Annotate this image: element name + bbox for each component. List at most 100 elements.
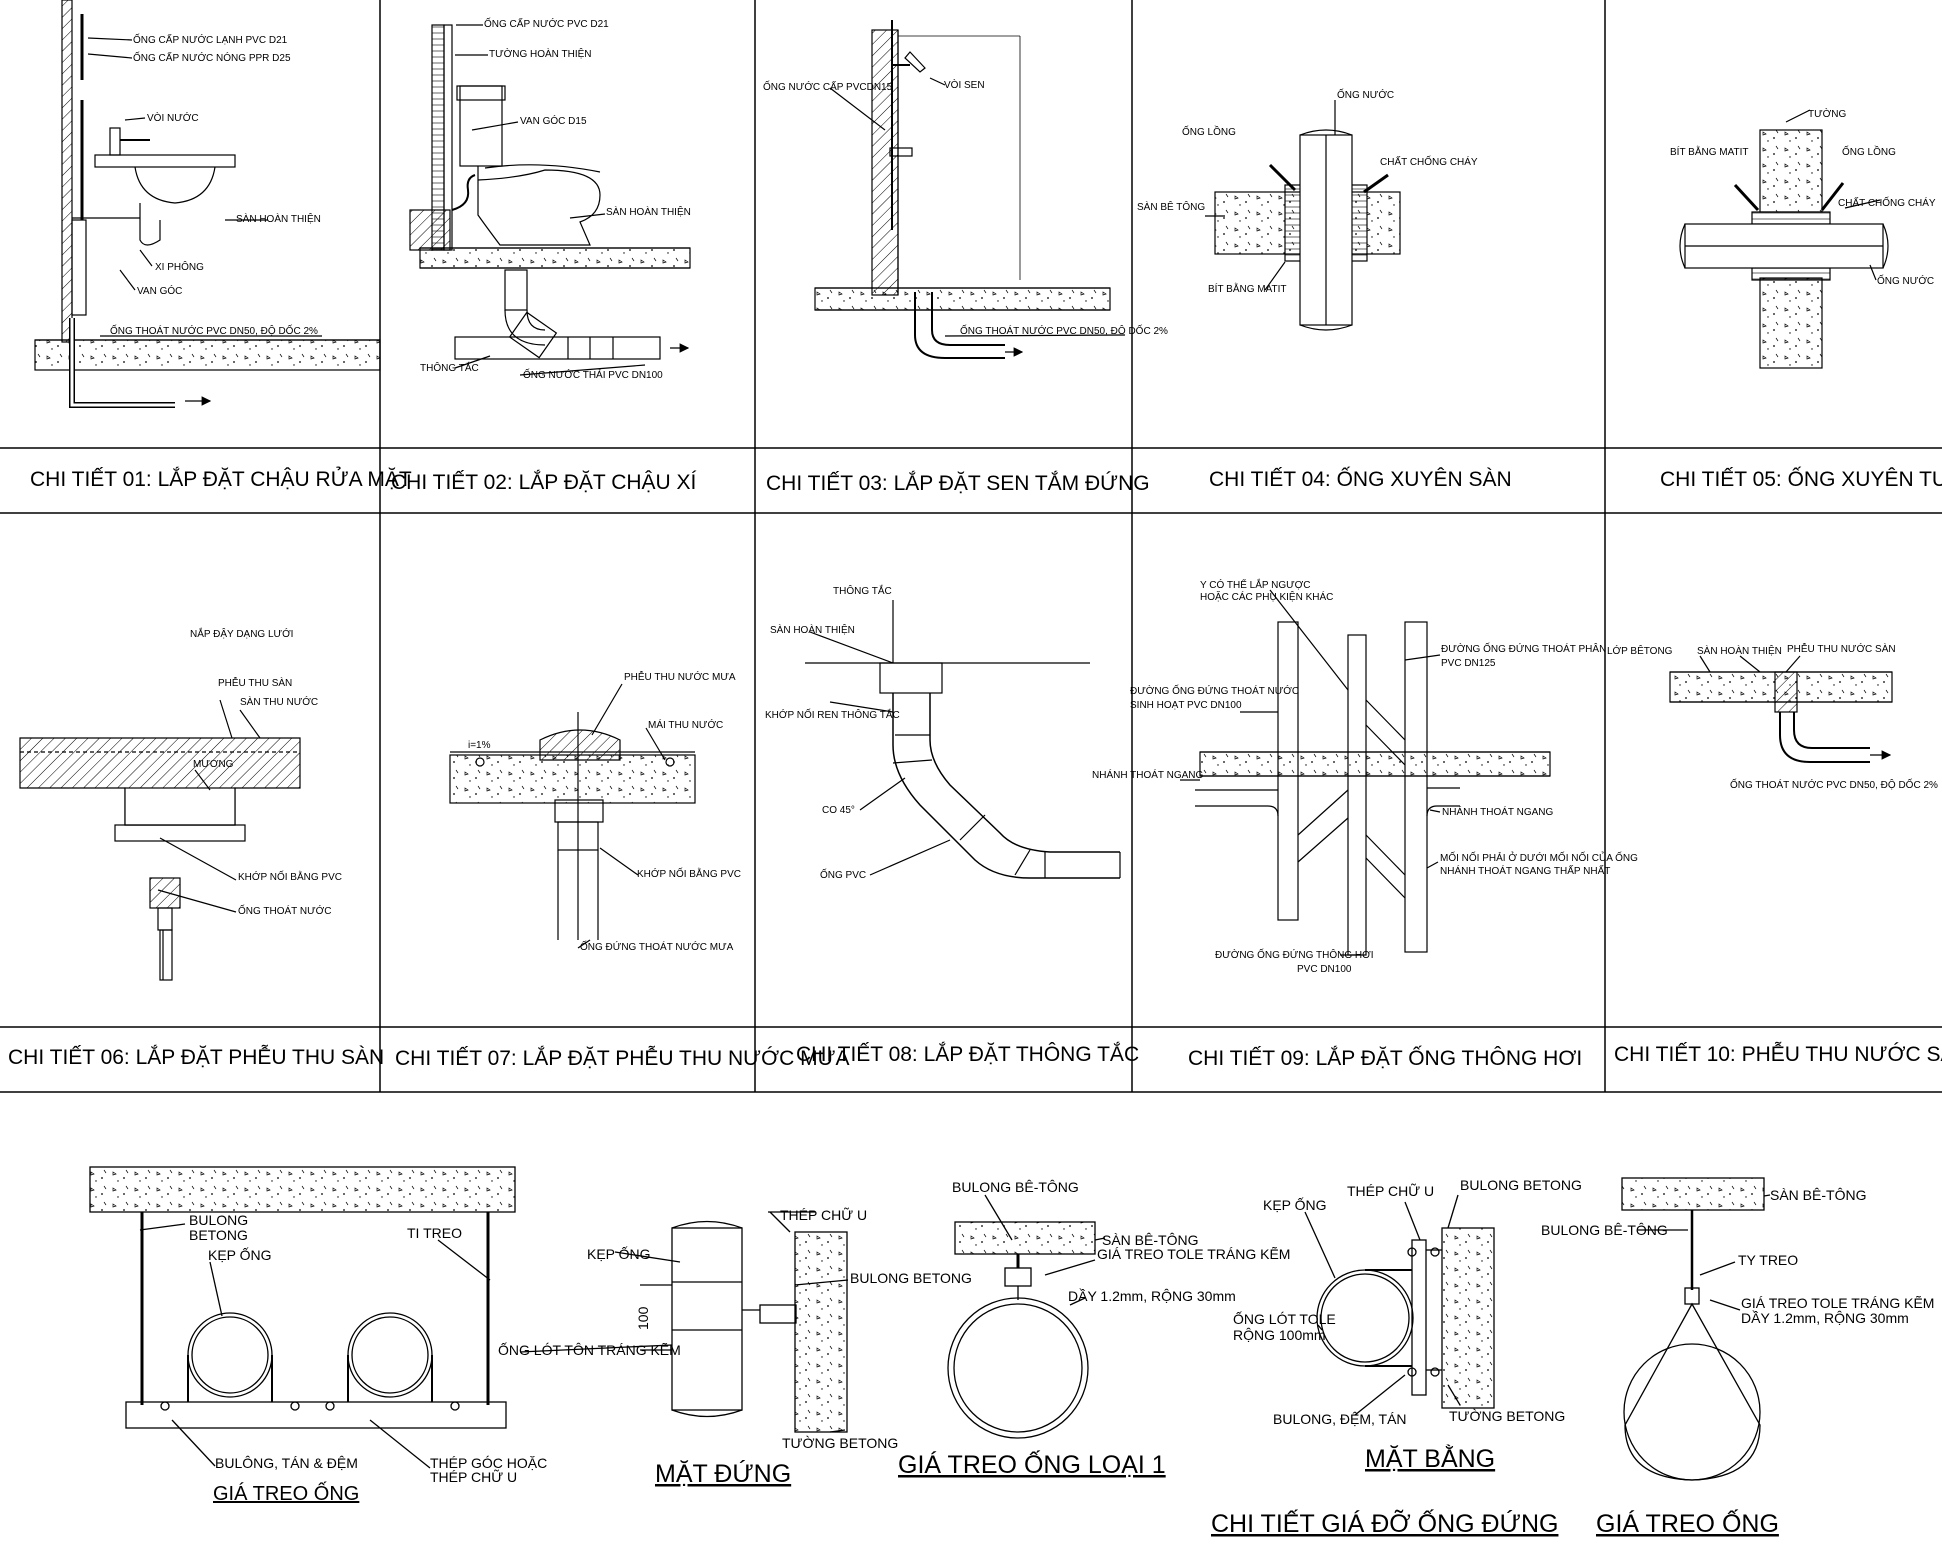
label-wall: TƯỜNG BETONG [1449,1408,1565,1424]
label-clamp: KẸP ỐNG [587,1245,651,1262]
label-joint: KHỚP NỐI BẰNG PVC [238,869,342,883]
label-pipe: ỐNG PVC [820,867,866,881]
label-soil: ĐƯỜNG ỐNG ĐỨNG THOÁT PHÂN [1441,641,1606,655]
label-bolts: BULONG, ĐỆM, TÁN [1273,1411,1407,1427]
label-floor: SÀN HOÀN THIỆN [1697,644,1782,657]
detail-09-labels: Y CÓ THỂ LẮP NGƯỢC HOẶC CÁC PHỤ KIỆN KHÁ… [1092,578,1638,975]
label-floor: SÀN HOÀN THIỆN [606,205,691,218]
detail-02-toilet [409,24,691,376]
label-spec: DẦY 1.2mm, RỘNG 30mm [1068,1288,1236,1304]
label-cleanout: THÔNG TẮC [833,584,892,597]
title-elevation: MẶT ĐỨNG [655,1459,791,1488]
label-drain: ỐNG THOÁT NƯỚC PVC DN50, ĐỘ DỐC 2% [960,323,1168,337]
label-valve: VAN GÓC D15 [520,114,587,127]
label-sealant: BÍT BẰNG MATIT [1208,282,1287,295]
label-pipe: ỐNG NƯỚC [1337,87,1394,101]
label-note: MỐI NỐI PHẢI Ở DƯỚI MỐI NỐI CỦA ỐNG [1440,850,1638,864]
label-soil-2: PVC DN125 [1441,658,1496,669]
label-bolt: BULONG BÊ-TÔNG [952,1179,1079,1195]
label-supply: ỐNG CẤP NƯỚC PVC D21 [484,16,609,30]
hanger-assembly-2-labels: SÀN BÊ-TÔNG BULONG BÊ-TÔNG TY TREO GIÁ T… [1541,1187,1934,1538]
label-vent-2: PVC DN100 [1297,964,1352,975]
label-channel: THÉP CHỮ U [780,1207,867,1223]
caption-detail-10: CHI TIẾT 10: PHỄU THU NƯỚC SÀN WC [1614,1043,1942,1066]
label-liner-2: RỘNG 100mm [1233,1327,1326,1343]
detail-10-wc-floor-drain [1669,655,1893,763]
label-hanger: GIÁ TREO TOLE TRÁNG KẼM [1097,1246,1290,1262]
label-rod: TI TREO [407,1225,462,1241]
hanger-assembly-1 [89,1166,516,1469]
label-slab: SÀN BÊ TÔNG [1137,200,1205,213]
label-clamp: KẸP ỐNG [1263,1196,1327,1213]
label-supply: ỐNG NƯỚC CẤP PVCDN15 [763,79,893,93]
label-slab: SÀN BÊ-TÔNG [1770,1187,1866,1203]
label-floor: SÀN THU NƯỚC [240,695,318,708]
label-wall: TƯỜNG HOÀN THIỆN [489,47,592,60]
label-drain: PHỄU THU NƯỚC SÀN [1787,642,1896,655]
label-bolt: BULONG [189,1212,248,1228]
label-wall: TƯỜNG BETONG [782,1435,898,1451]
detail-05-pipe-through-wall [1679,109,1889,369]
label-bolt: BULONG BETONG [850,1270,972,1286]
label-pipe: ỐNG THOÁT NƯỚC PVC DN50, ĐỘ DỐC 2% [1730,777,1938,791]
detail-04-pipe-through-slab [1205,100,1401,331]
label-pipe: ỐNG THOÁT NƯỚC [238,903,331,917]
label-joint: KHỚP NỐI REN THÔNG TẮC [765,707,900,721]
detail-10-labels: LỚP BÊTONG SÀN HOÀN THIỆN PHỄU THU NƯỚC … [1607,642,1938,791]
detail-05-labels: TƯỜNG BÍT BẰNG MATIT ỐNG LỒNG CHẤT CHỐNG… [1670,107,1936,287]
detail-04-labels: ỐNG LỒNG ỐNG NƯỚC CHẤT CHỐNG CHÁY SÀN BÊ… [1137,87,1478,295]
label-dim: 100 [635,1306,651,1330]
label-rod: TY TREO [1738,1252,1798,1268]
detail-01-labels: ỐNG CẤP NƯỚC LẠNH PVC D21 ỐNG CẤP NƯỚC N… [110,32,321,337]
label-firestop: CHẤT CHỐNG CHÁY [1838,195,1936,209]
label-sleeve: ỐNG LỒNG [1842,144,1896,158]
label-steel-2: THÉP CHỮ U [430,1469,517,1485]
detail-06-floor-drain [19,699,301,981]
title-type-1: GIÁ TREO ỐNG LOẠI 1 [898,1449,1166,1479]
label-clamp: KẸP ỐNG [208,1246,272,1263]
label-elbow: CO 45° [822,805,855,816]
label-joint: KHỚP NỐI BẰNG PVC [637,866,741,880]
label-hot-pipe: ỐNG CẤP NƯỚC NÓNG PPR D25 [133,50,291,64]
label-wall: TƯỜNG [1808,107,1846,120]
label-spec: DẦY 1.2mm, RỘNG 30mm [1741,1310,1909,1326]
grid-lines [0,0,1942,1093]
elevation-labels: THÉP CHỮ U KẸP ỐNG BULONG BETONG 100 ỐNG… [498,1207,972,1488]
label-y-fitting: Y CÓ THỂ LẮP NGƯỢC [1200,578,1310,591]
label-branch-left: NHÁNH THOÁT NGANG [1092,768,1204,781]
label-vent: ĐƯỜNG ỐNG ĐỨNG THÔNG HƠI [1215,947,1374,961]
label-roof: MÁI THU NƯỚC [648,718,723,731]
label-note-2: NHÁNH THOÁT NGANG THẤP NHẤT [1440,864,1610,877]
label-drain: ỐNG THOÁT NƯỚC PVC DN50, ĐỘ DỐC 2% [110,323,318,337]
hanger-assembly-2 [1621,1177,1771,1481]
label-waste: ỐNG NƯỚC THẢI PVC DN100 [523,367,663,381]
label-branch-right: NHÁNH THOÁT NGANG [1442,805,1554,818]
plan-labels: THÉP CHỮ U BULONG BETONG KẸP ỐNG ỐNG LÓT… [1211,1177,1582,1538]
label-cleanout: THÔNG TẮC [420,361,479,374]
caption-detail-04: CHI TIẾT 04: ỐNG XUYÊN SÀN [1209,467,1512,491]
label-gutter: MƯƠNG [193,759,234,770]
detail-01-washbasin [34,0,381,408]
label-cold-pipe: ỐNG CẤP NƯỚC LẠNH PVC D21 [133,32,288,46]
detail-08-labels: THÔNG TẮC SÀN HOÀN THIỆN KHỚP NỐI REN TH… [765,584,900,881]
label-waste-2: SINH HOẠT PVC DN100 [1130,700,1242,711]
label-liner: ỐNG LÓT TOLE [1233,1310,1336,1327]
label-y-fitting-2: HOẶC CÁC PHỤ KIỆN KHÁC [1200,590,1333,603]
label-steel: THÉP GÓC HOẶC [430,1455,547,1471]
label-pipe: ỐNG NƯỚC [1877,273,1934,287]
caption-detail-06: CHI TIẾT 06: LẮP ĐẶT PHỄU THU SÀN [8,1045,384,1069]
caption-detail-02: CHI TIẾT 02: LẮP ĐẶT CHẬU XÍ [391,470,697,494]
label-layer: LỚP BÊTONG [1607,644,1673,657]
title-plan: MẶT BẰNG [1365,1444,1495,1473]
label-hanger: GIÁ TREO TOLE TRÁNG KẼM [1741,1295,1934,1311]
label-pipe: ỐNG ĐỨNG THOÁT NƯỚC MƯA [580,939,734,953]
label-slope: i=1% [468,740,491,751]
label-drain: PHỄU THU SÀN [218,676,292,689]
caption-detail-03: CHI TIẾT 03: LẮP ĐẶT SEN TẮM ĐỨNG [766,471,1150,495]
hanger-type-1 [947,1194,1106,1439]
label-faucet: VÒI NƯỚC [147,111,199,124]
caption-detail-08: CHI TIẾT 08: LẮP ĐẶT THÔNG TẮC [796,1042,1139,1066]
detail-06-labels: NẮP ĐẬY DẠNG LƯỚI PHỄU THU SÀN SÀN THU N… [190,627,342,917]
title-vertical-support-group: CHI TIẾT GIÁ ĐỠ ỐNG ĐỨNG [1211,1508,1558,1538]
